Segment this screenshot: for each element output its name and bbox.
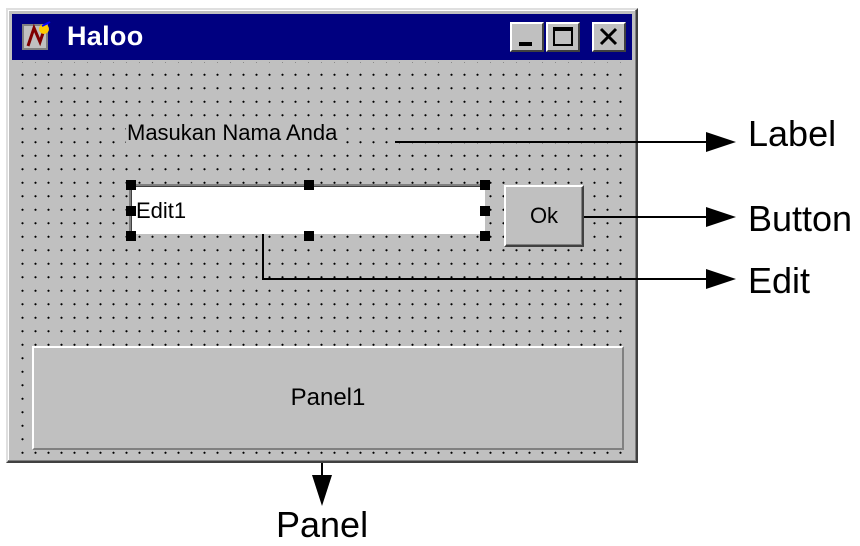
close-icon [599,27,618,46]
edit-callout-line [262,234,712,280]
maximize-button[interactable] [546,22,580,52]
selection-handle-top-right[interactable] [480,180,490,190]
selection-handle-bottom-middle[interactable] [304,231,314,241]
selection-handle-middle-right[interactable] [480,206,490,216]
close-button[interactable] [592,22,626,52]
name-label: Masukan Nama Anda [126,120,339,146]
callout-label-edit: Edit [748,260,811,301]
minimize-icon [519,42,532,46]
selection-handle-top-left[interactable] [126,180,136,190]
callout-label-label: Label [748,113,837,154]
callout-label-button: Button [748,198,853,239]
maximize-icon [553,27,573,46]
edit-arrowhead [706,269,736,289]
title-bar[interactable]: Haloo [12,14,632,60]
button-arrowhead [706,207,736,227]
app-icon [22,21,51,50]
label-arrowhead [706,132,736,152]
selection-handle-middle-left[interactable] [126,206,136,216]
selection-handle-bottom-right[interactable] [480,231,490,241]
window-title: Haloo [67,21,144,51]
ok-button[interactable]: Ok [504,185,584,247]
selection-handle-bottom-left[interactable] [126,231,136,241]
minimize-button[interactable] [510,22,544,52]
panel-arrowhead [312,475,332,506]
panel-component[interactable]: Panel1 [32,346,624,450]
name-edit-value: Edit1 [136,198,187,223]
callout-label-panel: Panel [276,504,369,545]
selection-handle-top-middle[interactable] [304,180,314,190]
